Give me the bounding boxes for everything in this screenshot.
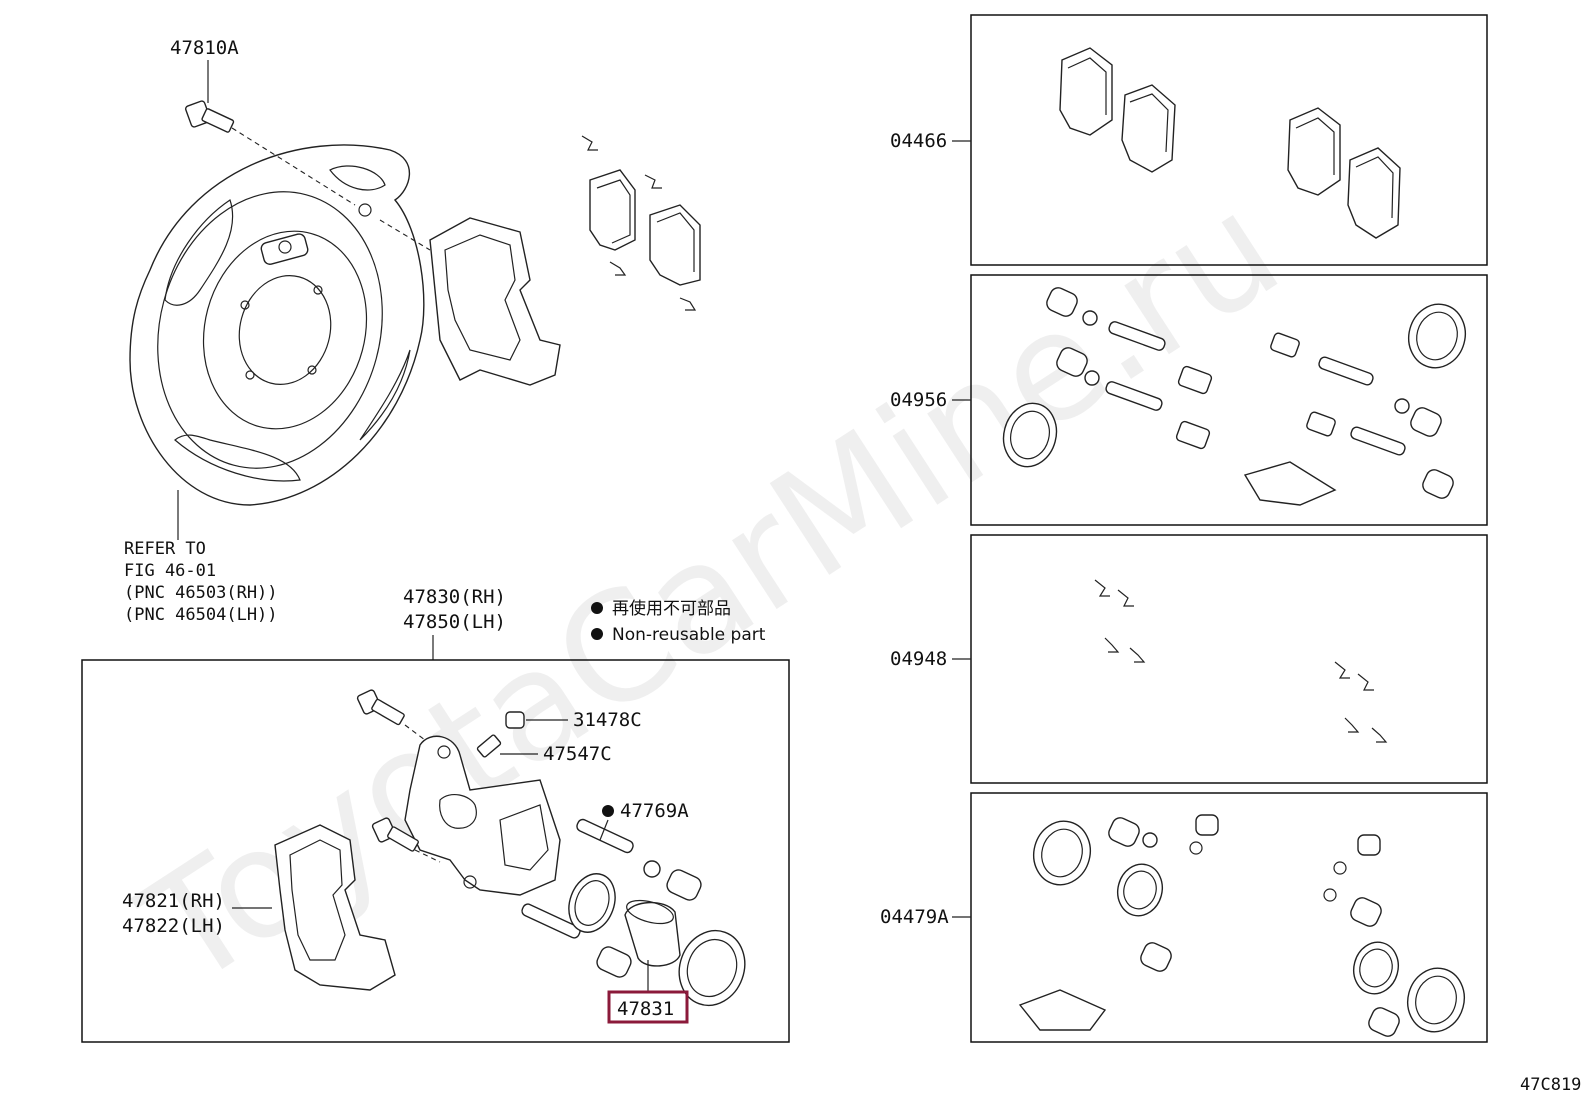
highlight-frame-47831 [607,990,689,1024]
caliper-seal-kit-illustration [1002,287,1466,506]
part-label-04479a[interactable]: 04479A [880,906,949,928]
anti-squeal-shim-kit-illustration [1094,579,1388,743]
figure-code: 47C819 [1520,1075,1581,1095]
piston-parts-illustration [568,873,746,1007]
mounting-bracket-top-illustration [429,217,561,386]
refer-note-line2: FIG 46-01 [124,561,216,581]
part-label-47850[interactable]: 47850(LH) [403,611,506,633]
part-label-04956[interactable]: 04956 [890,389,947,411]
caliper-assembly-frame [81,659,790,1043]
brake-pad-set-illustration [1059,47,1401,239]
legend-line-japanese: 再使用不可部品 [612,598,731,619]
refer-note-line4: (PNC 46504(LH)) [124,605,278,625]
bleeder-plug-47547c-illustration [476,734,502,758]
part-label-04466[interactable]: 04466 [890,130,947,152]
filled-circle-icon [591,602,603,614]
bleeder-cap-31478c-illustration [505,711,525,729]
filled-circle-icon [591,628,603,640]
caliper-body-illustration [404,735,561,896]
dust-shield-illustration [129,144,425,506]
part-label-04948[interactable]: 04948 [890,648,947,670]
part-label-47831[interactable]: 47831 [617,998,674,1020]
part-label-31478c[interactable]: 31478C [573,709,642,731]
caliper-bolts-illustration [356,689,419,852]
brake-pads-top-illustration [581,135,701,311]
kit-box-04948 [970,534,1488,784]
refer-note-line1: REFER TO [124,539,206,559]
kit-box-04466 [970,14,1488,266]
cylinder-kit-illustration [1018,814,1465,1037]
bolt-47810a-illustration [184,100,235,133]
slide-pins-illustration [521,818,702,978]
filled-circle-icon [602,805,614,817]
part-label-47822[interactable]: 47822(LH) [122,915,225,937]
part-label-47830[interactable]: 47830(RH) [403,586,506,608]
part-label-47821[interactable]: 47821(RH) [122,890,225,912]
part-label-47769a[interactable]: 47769A [620,800,689,822]
part-label-47810a[interactable]: 47810A [170,37,239,59]
legend-line-english: Non-reusable part [612,625,766,645]
part-label-47547c[interactable]: 47547C [543,743,612,765]
mounting-bracket-bottom-illustration [274,824,396,991]
refer-note-line3: (PNC 46503(RH)) [124,583,278,603]
